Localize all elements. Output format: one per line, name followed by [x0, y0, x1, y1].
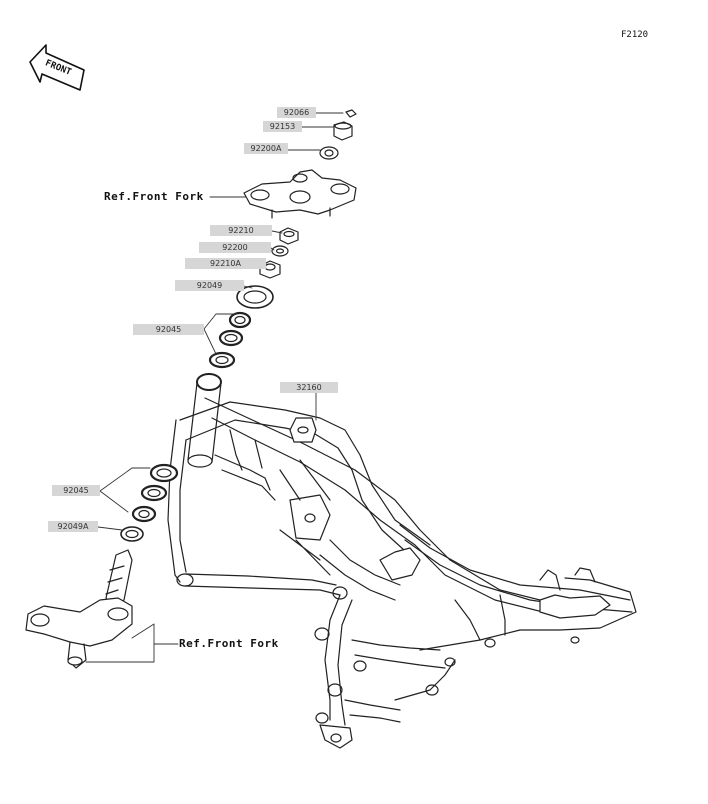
- part-92153-nut: [334, 122, 352, 140]
- figure-id: F2120: [621, 30, 649, 40]
- part-92049a-seal: [121, 527, 143, 541]
- part-label-92200[interactable]: 92200: [199, 242, 271, 253]
- front-arrow-icon: FRONT: [30, 45, 84, 90]
- upper-triple-clamp: [244, 170, 356, 218]
- part-label-92066[interactable]: 92066: [277, 107, 316, 118]
- part-label-92049a[interactable]: 92049A: [48, 521, 98, 532]
- part-92200-washer: [272, 246, 288, 256]
- part-label-92049[interactable]: 92049: [175, 280, 244, 291]
- lower-triple-clamp: [26, 550, 132, 668]
- part-92045-upper-bearings: [210, 313, 250, 367]
- part-92066-cap: [346, 110, 356, 117]
- part-label-92200a[interactable]: 92200A: [244, 143, 288, 154]
- frame-32160: [168, 374, 636, 748]
- part-label-92045-upper[interactable]: 92045: [133, 324, 204, 335]
- part-92210-locknut: [280, 228, 298, 244]
- part-label-92153[interactable]: 92153: [263, 121, 302, 132]
- part-label-92210a[interactable]: 92210A: [185, 258, 266, 269]
- leader-lines: [86, 113, 343, 662]
- part-92045-lower-bearings: [133, 465, 177, 521]
- ref-front-fork-upper[interactable]: Ref.Front Fork: [104, 190, 204, 203]
- part-label-92210[interactable]: 92210: [210, 225, 272, 236]
- part-92049-seal: [237, 286, 273, 308]
- ref-front-fork-lower[interactable]: Ref.Front Fork: [179, 637, 279, 650]
- part-92200a-washer: [320, 147, 338, 159]
- part-label-32160[interactable]: 32160: [280, 382, 338, 393]
- part-label-92045-lower[interactable]: 92045: [52, 485, 100, 496]
